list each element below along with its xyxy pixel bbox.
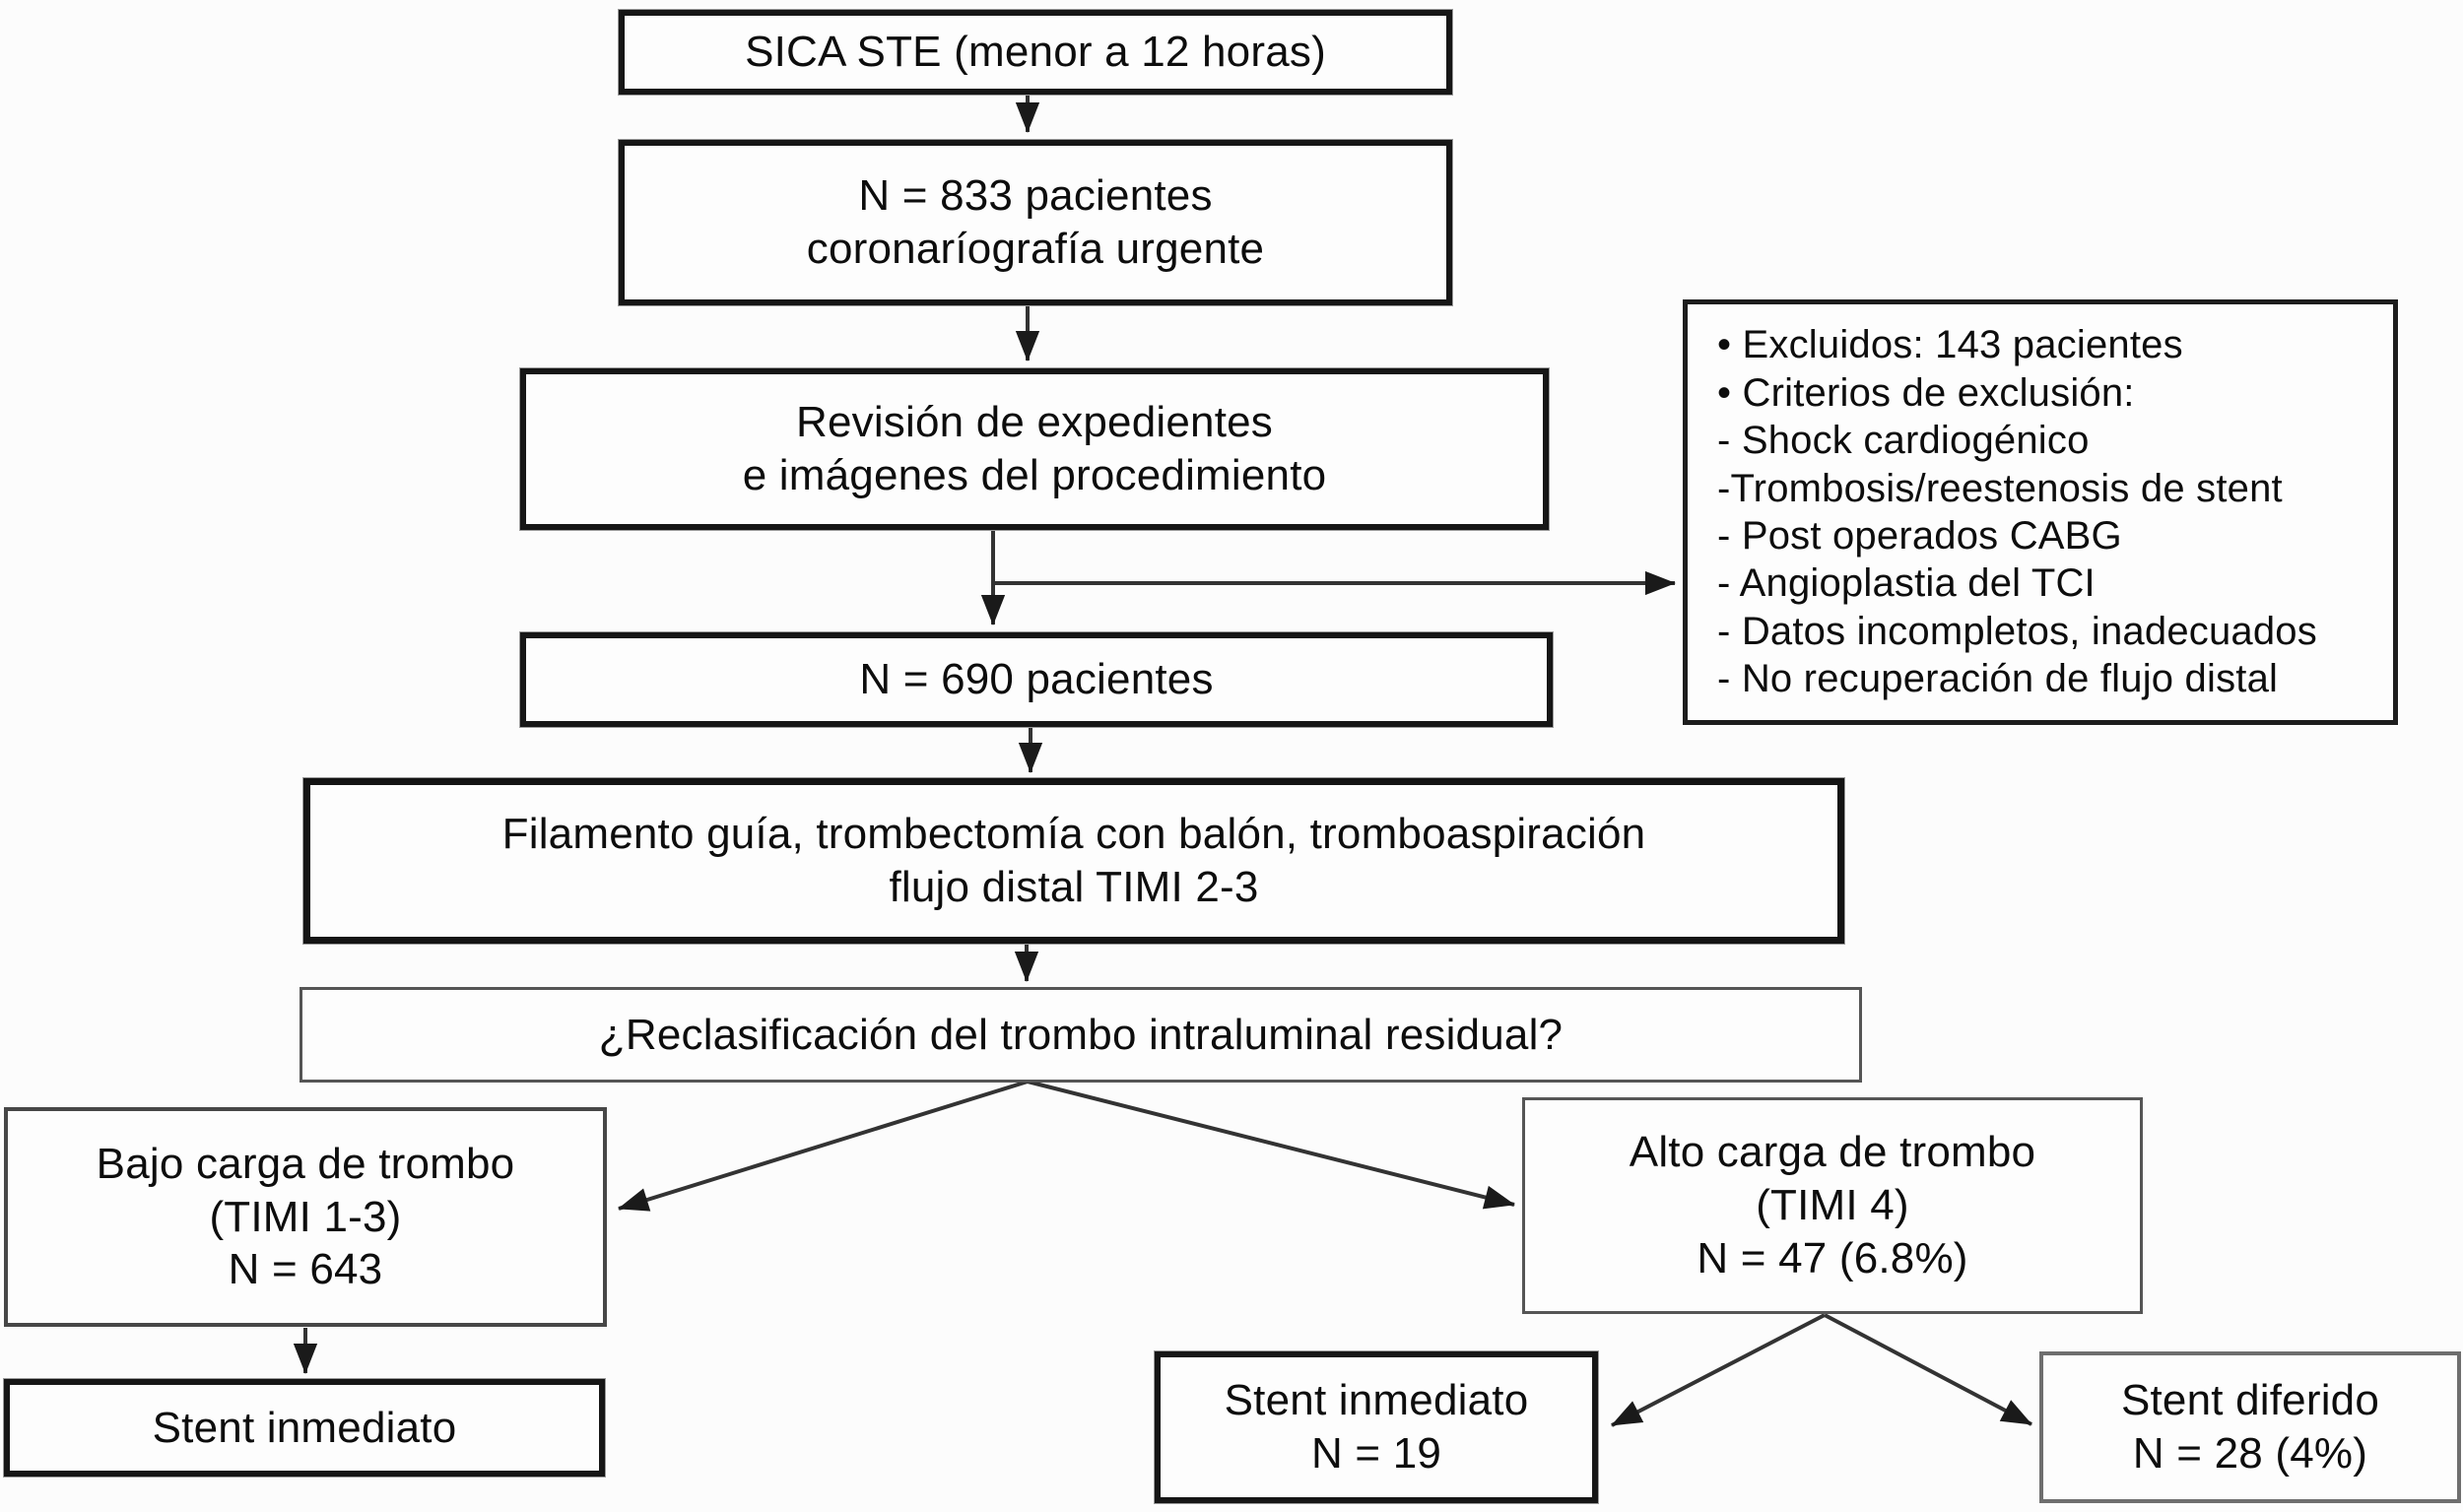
arrow-alto-to-stent-inmediato-n19 [1611,1313,1826,1427]
node-n833-pacientes: N = 833 pacientes coronaríografía urgent… [619,140,1452,305]
exclusion-line7: - Datos incompletos, inadecuados [1717,609,2317,653]
exclusion-line4: -Trombosis/reestenosis de stent [1717,466,2283,510]
node-bajo-line3: N = 643 [228,1245,383,1294]
node-alto-line1: Alto carga de trombo [1629,1128,2036,1177]
node-sica-ste-label: SICA STE (menor a 12 horas) [745,28,1326,77]
node-stent-inmediato-n19-line1: Stent inmediato [1224,1376,1529,1425]
node-bajo-line1: Bajo carga de trombo [96,1139,515,1188]
node-revision-line2: e imágenes del procedimiento [742,451,1327,499]
arrow-reclasificacion-to-bajo [618,1080,1029,1212]
node-stent-inmediato: Stent inmediato [4,1379,605,1477]
node-stent-diferido-line2: N = 28 (4%) [2132,1429,2368,1478]
node-stent-diferido-line1: Stent diferido [2120,1376,2380,1425]
node-alto-carga: Alto carga de trombo (TIMI 4) N = 47 (6.… [1522,1097,2143,1314]
arrow-alto-to-stent-diferido [1824,1313,2032,1426]
node-exclusion-criteria: • Excluidos: 143 pacientes • Criterios d… [1683,299,2398,725]
node-stent-inmediato-n19-line2: N = 19 [1310,1429,1442,1478]
node-n690-label: N = 690 pacientes [859,655,1214,704]
node-sica-ste: SICA STE (menor a 12 horas) [619,10,1452,95]
node-revision-expedientes: Revisión de expedientes e imágenes del p… [520,368,1549,530]
node-stent-diferido: Stent diferido N = 28 (4%) [2039,1351,2461,1503]
node-stent-inmediato-label: Stent inmediato [152,1403,457,1452]
exclusion-line3: - Shock cardiogénico [1717,419,2090,463]
arrow-reclasificacion-to-alto [1027,1080,1515,1210]
node-filamento-guia: Filamento guía, trombectomía con balón, … [303,778,1844,944]
node-filamento-line1: Filamento guía, trombectomía con balón, … [501,810,1646,859]
exclusion-line5: - Post operados CABG [1717,514,2122,558]
node-alto-line3: N = 47 (6.8%) [1697,1233,1968,1282]
node-alto-line2: (TIMI 4) [1756,1181,1909,1230]
node-reclasificacion: ¿Reclasificación del trombo intraluminal… [300,987,1862,1083]
node-stent-inmediato-n19: Stent inmediato N = 19 [1155,1351,1598,1503]
node-reclasificacion-label: ¿Reclasificación del trombo intraluminal… [598,1010,1564,1059]
exclusion-line2: • Criterios de exclusión: [1717,370,2135,415]
node-bajo-line2: (TIMI 1-3) [209,1192,402,1241]
node-filamento-line2: flujo distal TIMI 2-3 [889,863,1259,911]
node-n690-pacientes: N = 690 pacientes [520,632,1553,727]
node-n833-line1: N = 833 pacientes [858,171,1213,221]
exclusion-line8: - No recuperación de flujo distal [1717,657,2279,701]
node-n833-line2: coronaríografía urgente [806,225,1265,273]
node-bajo-carga: Bajo carga de trombo (TIMI 1-3) N = 643 [4,1107,607,1327]
exclusion-line1: • Excluidos: 143 pacientes [1717,323,2183,367]
node-revision-line1: Revisión de expedientes [795,398,1274,447]
exclusion-line6: - Angioplastia del TCI [1717,561,2096,606]
